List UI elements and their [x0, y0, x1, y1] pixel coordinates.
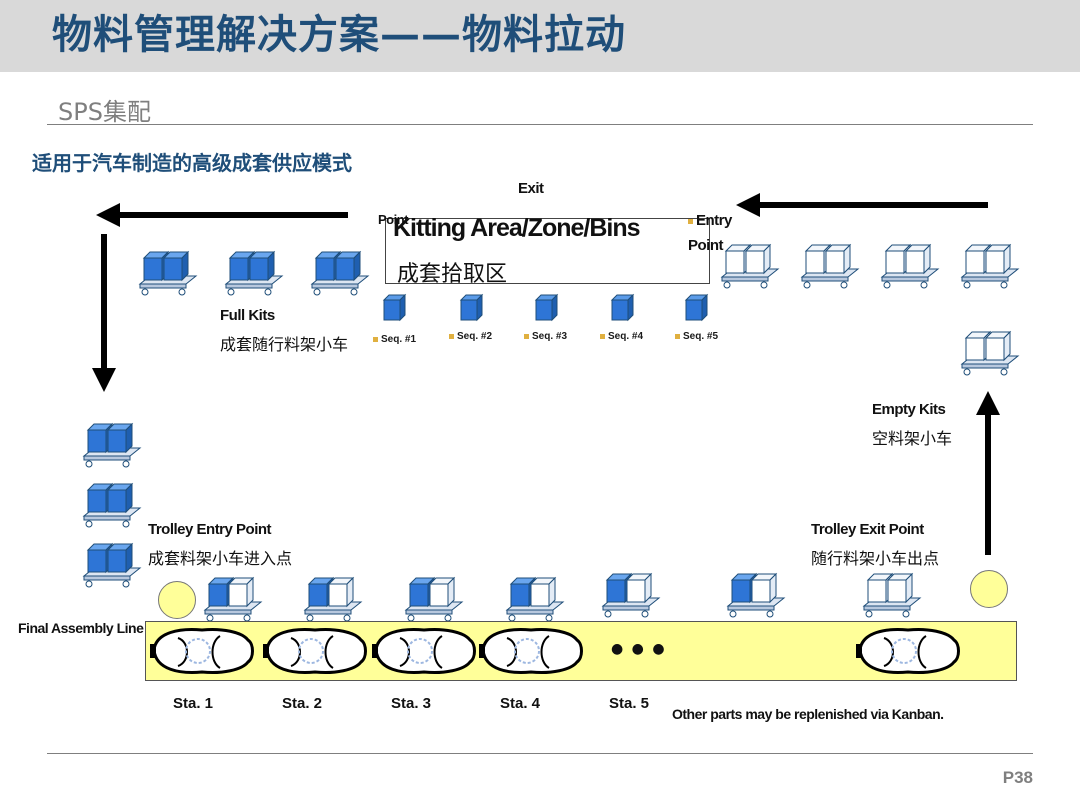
seq-label-4: Seq. #4 [600, 331, 643, 342]
station-label-1: Sta. 1 [173, 695, 214, 712]
seq-label-2: Seq. #2 [449, 331, 492, 342]
trolley-full [82, 482, 142, 528]
exit-label: Exit [518, 180, 544, 197]
bin-2 [459, 293, 484, 322]
page-title: 物料管理解决方案——物料拉动 [52, 11, 626, 58]
trolley-mixed [203, 576, 263, 622]
trolley-mixed [505, 576, 565, 622]
station-label-5: Sta. 5 [609, 695, 650, 712]
car-body [856, 628, 960, 674]
final-assembly-label: Final Assembly Line [18, 620, 144, 636]
seq-label-text: Seq. #2 [457, 331, 493, 342]
trolley-mixed [726, 572, 786, 618]
full-kits-label: Full Kits [220, 307, 275, 324]
trolley-entry-label: Trolley Entry Point [148, 521, 272, 538]
seq-marker [373, 336, 378, 342]
trolley-empty [960, 330, 1020, 376]
station-label-4: Sta. 4 [500, 695, 541, 712]
trolley-full [82, 422, 142, 468]
bin-5 [684, 293, 709, 322]
car-body [479, 628, 583, 674]
seq-marker [600, 333, 605, 339]
seq-label-text: Seq. #1 [381, 334, 417, 345]
bin-3 [534, 293, 559, 322]
footer-divider [47, 753, 1033, 754]
ellipsis-dots: ● ● ● [611, 641, 667, 657]
station-label-2: Sta. 2 [282, 695, 323, 712]
station-label-3: Sta. 3 [391, 695, 432, 712]
car-body [263, 628, 367, 674]
car-body [150, 628, 254, 674]
seq-label-text: Seq. #5 [683, 331, 719, 342]
bin-4 [610, 293, 635, 322]
trolley-empty [720, 243, 780, 289]
entry-marker [688, 218, 693, 224]
section-title: 适用于汽车制造的高级成套供应模式 [32, 151, 352, 175]
kanban-note: Other parts may be replenished via Kanba… [672, 706, 944, 722]
kitting-area-title: Kitting Area/Zone/Bins [393, 214, 641, 242]
trolley-full [224, 250, 284, 296]
entry-point-label: Point [688, 237, 724, 254]
trolley-empty [862, 572, 922, 618]
kitting-area-box [385, 218, 710, 284]
bin-1 [382, 293, 407, 322]
empty-kits-label-cn: 空料架小车 [872, 429, 953, 448]
trolley-exit-label-cn: 随行料架小车出点 [811, 549, 940, 568]
page-subtitle: SPS集配 [58, 98, 151, 126]
header-divider [47, 124, 1033, 125]
trolley-mixed [404, 576, 464, 622]
trolley-empty [960, 243, 1020, 289]
trolley-entry-label-cn: 成套料架小车进入点 [148, 549, 293, 568]
exit-point-label: Point [378, 212, 409, 227]
seq-label-text: Seq. #3 [532, 331, 568, 342]
empty-kits-label: Empty Kits [872, 401, 946, 418]
kitting-area-title-cn: 成套拾取区 [397, 262, 508, 287]
trolley-mixed [601, 572, 661, 618]
header-bar [0, 0, 1080, 72]
trolley-exit-marker [970, 570, 1008, 608]
entry-label-text: Entry [696, 212, 732, 229]
trolley-full [138, 250, 198, 296]
full-kits-label-cn: 成套随行料架小车 [220, 335, 349, 354]
seq-marker [675, 333, 680, 339]
page-number: P38 [1002, 768, 1033, 787]
entry-label: Entry [688, 212, 732, 229]
trolley-entry-marker [158, 581, 196, 619]
seq-marker [524, 333, 529, 339]
trolley-empty [800, 243, 860, 289]
trolley-full [82, 542, 142, 588]
seq-marker [449, 333, 454, 339]
seq-label-5: Seq. #5 [675, 331, 718, 342]
trolley-full [310, 250, 370, 296]
car-body [372, 628, 476, 674]
trolley-exit-label: Trolley Exit Point [811, 521, 924, 538]
seq-label-3: Seq. #3 [524, 331, 567, 342]
trolley-empty [880, 243, 940, 289]
seq-label-1: Seq. #1 [373, 334, 416, 345]
seq-label-text: Seq. #4 [608, 331, 644, 342]
sequence-bins [382, 293, 709, 322]
